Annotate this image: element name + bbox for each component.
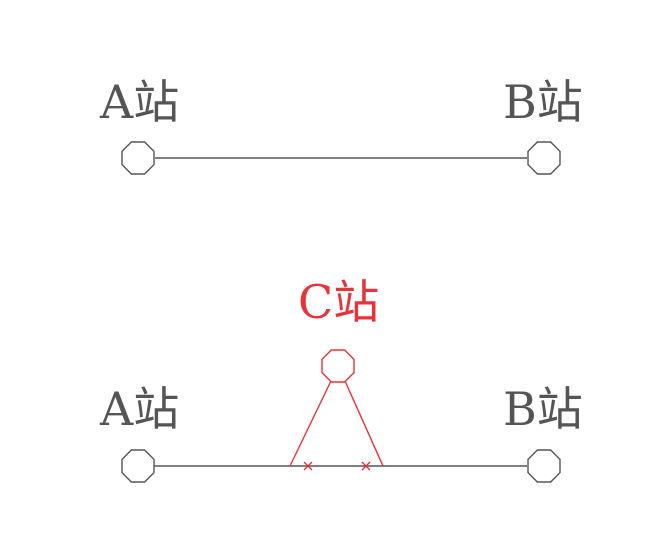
cut-mark-right — [361, 461, 371, 471]
top-station-a-node — [121, 141, 155, 175]
top-station-a-label: A站 — [99, 75, 179, 129]
bottom-station-b-label: B站 — [503, 382, 583, 436]
bottom-station-b-node — [527, 449, 561, 483]
bottom-station-a-label: A站 — [99, 382, 179, 436]
top-station-b-node — [527, 141, 561, 175]
cut-mark-left — [303, 461, 313, 471]
top-station-b-label: B站 — [503, 75, 583, 129]
bottom-diagram: C站 A站 B站 — [99, 275, 583, 483]
top-diagram: A站 B站 — [99, 75, 583, 175]
bottom-station-c-label: C站 — [298, 275, 379, 329]
bottom-station-c-node — [321, 349, 355, 383]
branch-line-left — [289, 380, 332, 467]
branch-line-right — [344, 380, 384, 467]
bottom-station-a-node — [121, 449, 155, 483]
